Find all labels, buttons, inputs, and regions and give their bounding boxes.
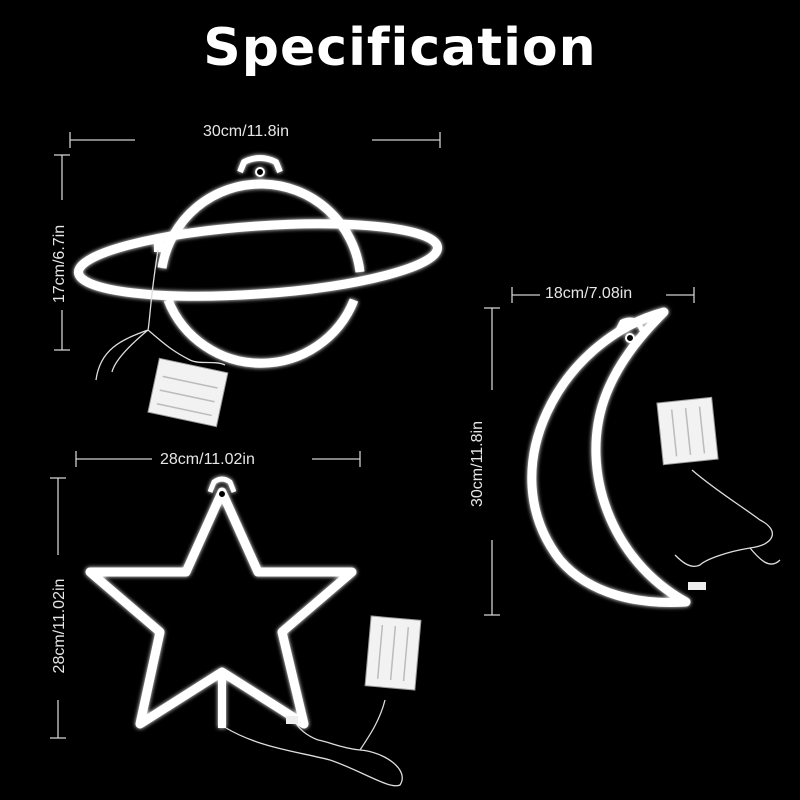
moon-cable xyxy=(674,469,781,590)
planet-battery-box xyxy=(147,357,229,428)
planet-sign xyxy=(73,155,443,368)
moon-battery-box xyxy=(656,396,719,466)
star-battery-box xyxy=(364,615,422,691)
star-sign xyxy=(85,476,357,729)
star-cable xyxy=(225,699,403,787)
planet-width-label: 30cm/11.8in xyxy=(203,123,289,140)
planet-cable xyxy=(95,249,226,381)
dimension-lines xyxy=(50,132,695,739)
moon-sign xyxy=(527,307,691,607)
page-title: Specification xyxy=(203,18,597,78)
moon-width-label: 18cm/7.08in xyxy=(545,285,633,302)
star-width-label: 28cm/11.02in xyxy=(160,451,255,468)
